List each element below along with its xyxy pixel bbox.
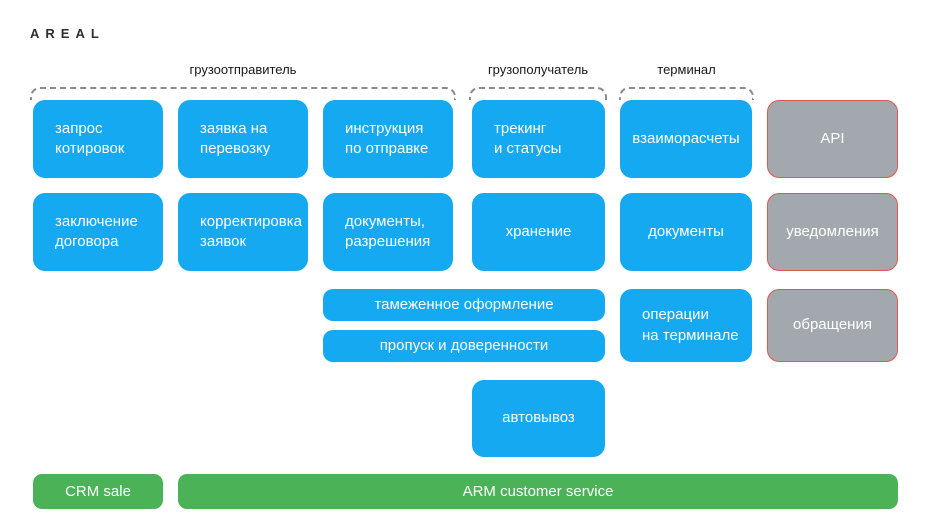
- card-obrashcheniya: обращения: [767, 289, 898, 362]
- logo: AREAL: [30, 26, 105, 41]
- group-label-consignee: грузополучатель: [487, 62, 589, 77]
- group-label-terminal: терминал: [657, 62, 716, 77]
- card-propusk-i-doverennosti: пропуск и доверенности: [323, 330, 605, 362]
- card-instrukciya-po-otpravke: инструкция по отправке: [323, 100, 453, 178]
- group-bracket-consignee: [469, 87, 607, 100]
- card-avtovyvoz: автовывоз: [472, 380, 605, 457]
- group-bracket-terminal: [619, 87, 754, 100]
- card-tamezhennoe-oformlenie: тамеженное оформление: [323, 289, 605, 321]
- card-zapros-kotirovok: запрос котировок: [33, 100, 163, 178]
- card-hranenie: хранение: [472, 193, 605, 271]
- card-dokumenty-razresheniya: документы, разрешения: [323, 193, 453, 271]
- card-treking-i-statusy: трекинг и статусы: [472, 100, 605, 178]
- card-dokumenty: документы: [620, 193, 752, 271]
- card-zayavka-na-perevozku: заявка на перевозку: [178, 100, 308, 178]
- card-uvedomleniya: уведомления: [767, 193, 898, 271]
- group-label-shipper: грузоотправитель: [189, 62, 297, 77]
- group-bracket-shipper: [30, 87, 456, 100]
- card-api: API: [767, 100, 898, 178]
- card-vzaimoraschety: взаиморасчеты: [620, 100, 752, 178]
- card-operacii-na-terminale: операции на терминале: [620, 289, 752, 362]
- card-korrektirovka-zayavok: корректировка заявок: [178, 193, 308, 271]
- bar-crm-sale: CRM sale: [33, 474, 163, 509]
- bar-arm-customer-service: ARM customer service: [178, 474, 898, 509]
- card-zaklyuchenie-dogovora: заключение договора: [33, 193, 163, 271]
